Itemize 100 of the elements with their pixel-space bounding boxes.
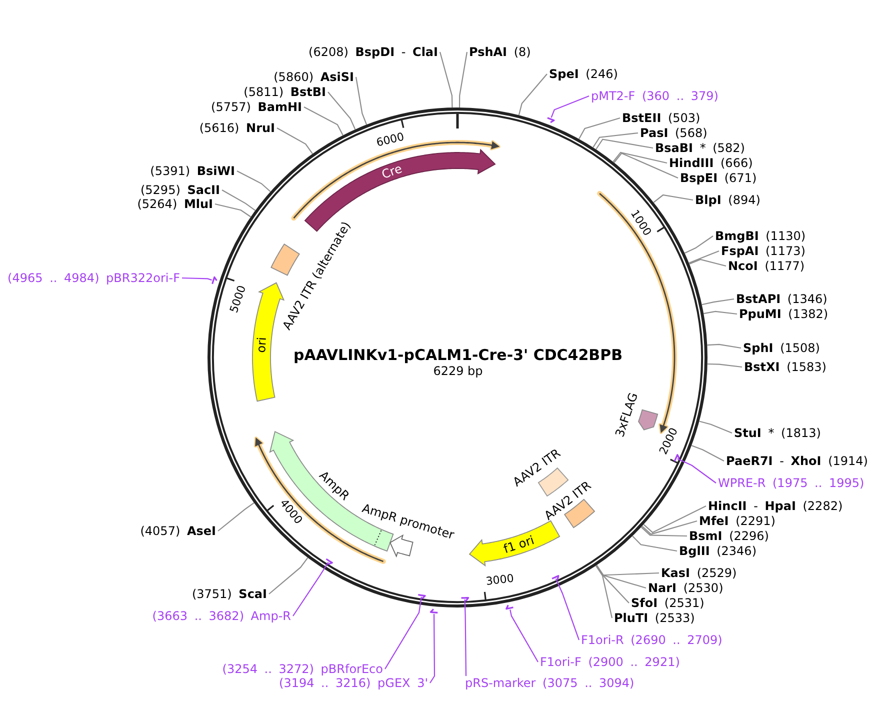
leader-line (510, 610, 538, 662)
leader-line (439, 52, 453, 108)
restriction-site-label: (5860) AsiSI (272, 70, 356, 84)
restriction-site-label: SfoI (2531) (629, 596, 706, 610)
primer-label: (4965 .. 4984) pBR322ori-F (6, 271, 182, 285)
leader-line (614, 152, 678, 178)
leader-line (653, 194, 694, 203)
restriction-site-label: StuI* (1813) (732, 426, 823, 440)
leader-line (677, 458, 716, 484)
primer-mark (505, 603, 515, 611)
primer-mark (459, 596, 470, 603)
restriction-site-label: (5391) BsiWI (148, 164, 237, 178)
primer-mark (550, 574, 560, 582)
restriction-site-label: BstEII (503) (620, 111, 702, 125)
restriction-site-label: BstXI (1583) (742, 360, 828, 374)
restriction-site-label: (3751) ScaI (190, 587, 269, 601)
restriction-site-label: NcoI (1177) (726, 259, 807, 273)
scale-label: 2000 (658, 426, 680, 456)
leader-line (596, 564, 660, 576)
leader-line (555, 578, 580, 640)
leader-line (684, 236, 714, 254)
restriction-site-label: (5757) BamHI (209, 100, 304, 114)
restriction-site-label: BlpI (894) (693, 193, 762, 207)
feature-box (270, 243, 301, 277)
primer-label: pMT2-F (360 .. 379) (589, 89, 720, 103)
leader-line (518, 74, 548, 116)
restriction-site-label: BsaBI* (582) (653, 141, 747, 155)
restriction-site-label: PpuMI (1382) (737, 307, 830, 321)
leader-line (276, 128, 314, 154)
scale-label: 5000 (228, 284, 248, 314)
restriction-site-label: KasI (2529) (659, 566, 739, 580)
leader-line (596, 138, 654, 150)
leader-line (707, 363, 742, 368)
directional-feature (269, 430, 395, 553)
primer-label: pRS-marker (3075 .. 3094) (463, 676, 636, 690)
restriction-site-label: PaeR7I - XhoI (1914) (724, 454, 870, 468)
leader-line (642, 520, 698, 535)
restriction-site-label: PasI (568) (638, 126, 710, 140)
primer-label: WPRE-R (1975 .. 1995) (716, 476, 866, 490)
leader-line (182, 277, 212, 281)
scale-label: 3000 (485, 574, 514, 588)
restriction-site-label: SpeI (246) (547, 67, 620, 81)
restriction-site-label: (4057) AseI (138, 524, 218, 538)
restriction-site-label: (5264) MluI (135, 197, 215, 211)
leader-line (596, 564, 646, 589)
leader-line (612, 152, 668, 164)
restriction-site-label: NarI (2530) (646, 581, 726, 595)
leader-line (691, 445, 724, 462)
restriction-site-label: PshAI (8) (467, 45, 533, 59)
leader-line (304, 106, 344, 136)
primer-label: (3663 .. 3682) Amp-R (150, 609, 293, 623)
restriction-site-label: BspEI (671) (678, 171, 759, 185)
leader-line (643, 506, 706, 534)
leader-line (578, 117, 620, 140)
leader-line (595, 565, 613, 618)
primer-mark (324, 557, 334, 566)
leader-line (464, 599, 467, 676)
restriction-site-label: BstAPI (1346) (734, 292, 830, 306)
leader-line (292, 562, 329, 616)
leader-line (328, 92, 356, 130)
restriction-site-label: HincII - HpaI (2282) (706, 499, 845, 513)
restriction-site-label: (5295) SacII (138, 183, 222, 197)
leader-line (592, 132, 638, 148)
leader-line (702, 298, 734, 306)
leader-line (218, 502, 254, 532)
primer-mark (211, 275, 218, 286)
restriction-site-label: HindIII (666) (667, 156, 755, 170)
restriction-site-label: BsmI (2296) (687, 529, 771, 543)
leader-line (236, 170, 271, 192)
scale-label: 6000 (375, 132, 405, 149)
restriction-site-label: BglII (2346) (677, 544, 758, 558)
leader-line (596, 565, 630, 604)
restriction-site-label: PluTI (2533) (612, 611, 697, 625)
leader-line (699, 420, 732, 434)
leader-line (384, 596, 422, 670)
primer-label: F1ori-F (2900 .. 2921) (538, 655, 682, 669)
leader-line (632, 536, 678, 552)
primer-mark (416, 593, 427, 600)
restriction-site-label: SphI (1508) (741, 341, 822, 355)
plasmid-size-label: 6229 bp (433, 364, 483, 378)
primer-label: F1ori-R (2690 .. 2709) (579, 633, 724, 647)
leader-line (550, 95, 590, 118)
restriction-site-label: (5616) NruI (197, 121, 277, 135)
leader-line (458, 52, 468, 108)
restriction-site-label: MfeI (2291) (697, 514, 778, 528)
leader-line (355, 76, 368, 125)
leader-line (689, 258, 726, 267)
primer-label: (3194 .. 3216) pGEX 3' (277, 676, 430, 690)
directional-feature: ori (251, 281, 285, 403)
restriction-site-label: BmgBI (1130) (713, 229, 808, 243)
leader-line (430, 614, 436, 684)
leader-line (222, 190, 256, 211)
primer-mark (546, 116, 556, 124)
plasmid-title: pAAVLINKv1-pCALM1-Cre-3' CDC42BPB (293, 346, 623, 364)
leader-line (704, 310, 738, 315)
leader-line (214, 203, 252, 218)
leader-line (688, 250, 720, 264)
primer-label: (3254 .. 3272) pBRforEco (220, 662, 385, 676)
restriction-site-label: (5811) BstBI (242, 85, 328, 99)
leader-line (640, 526, 688, 537)
